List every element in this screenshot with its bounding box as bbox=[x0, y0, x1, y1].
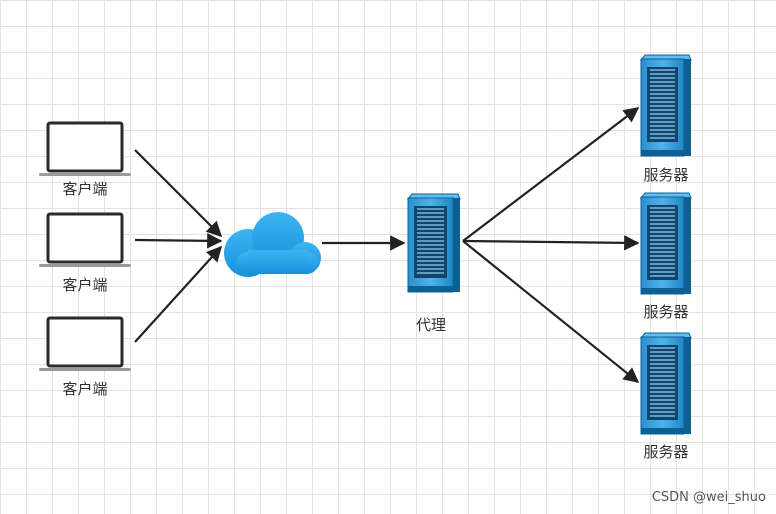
edge-client-2-to-network bbox=[134, 233, 223, 249]
edge-proxy-to-server-1 bbox=[462, 107, 640, 242]
proxy-label: 代理 bbox=[415, 316, 447, 334]
edges bbox=[134, 107, 640, 383]
client-label: 客户端 bbox=[62, 276, 108, 294]
laptop-icon bbox=[39, 121, 131, 176]
cloud-icon bbox=[224, 212, 321, 277]
edge-client-1-to-network bbox=[134, 149, 223, 238]
proxy-server-icon bbox=[406, 193, 461, 293]
edge-client-3-to-network bbox=[134, 245, 223, 343]
client-label: 客户端 bbox=[62, 180, 108, 198]
server-icon bbox=[639, 332, 692, 435]
server-label: 服务器 bbox=[643, 166, 689, 184]
edge-proxy-to-server-2 bbox=[462, 235, 640, 251]
edge-proxy-to-server-3 bbox=[462, 240, 640, 383]
nodes bbox=[39, 54, 692, 435]
server-icon bbox=[639, 54, 692, 157]
client-label: 客户端 bbox=[62, 380, 108, 398]
laptop-icon bbox=[39, 316, 131, 371]
watermark: CSDN @wei_shuo bbox=[651, 490, 766, 505]
laptop-icon bbox=[39, 212, 131, 267]
server-label: 服务器 bbox=[643, 303, 689, 321]
server-icon bbox=[639, 192, 692, 295]
server-label: 服务器 bbox=[643, 443, 689, 461]
